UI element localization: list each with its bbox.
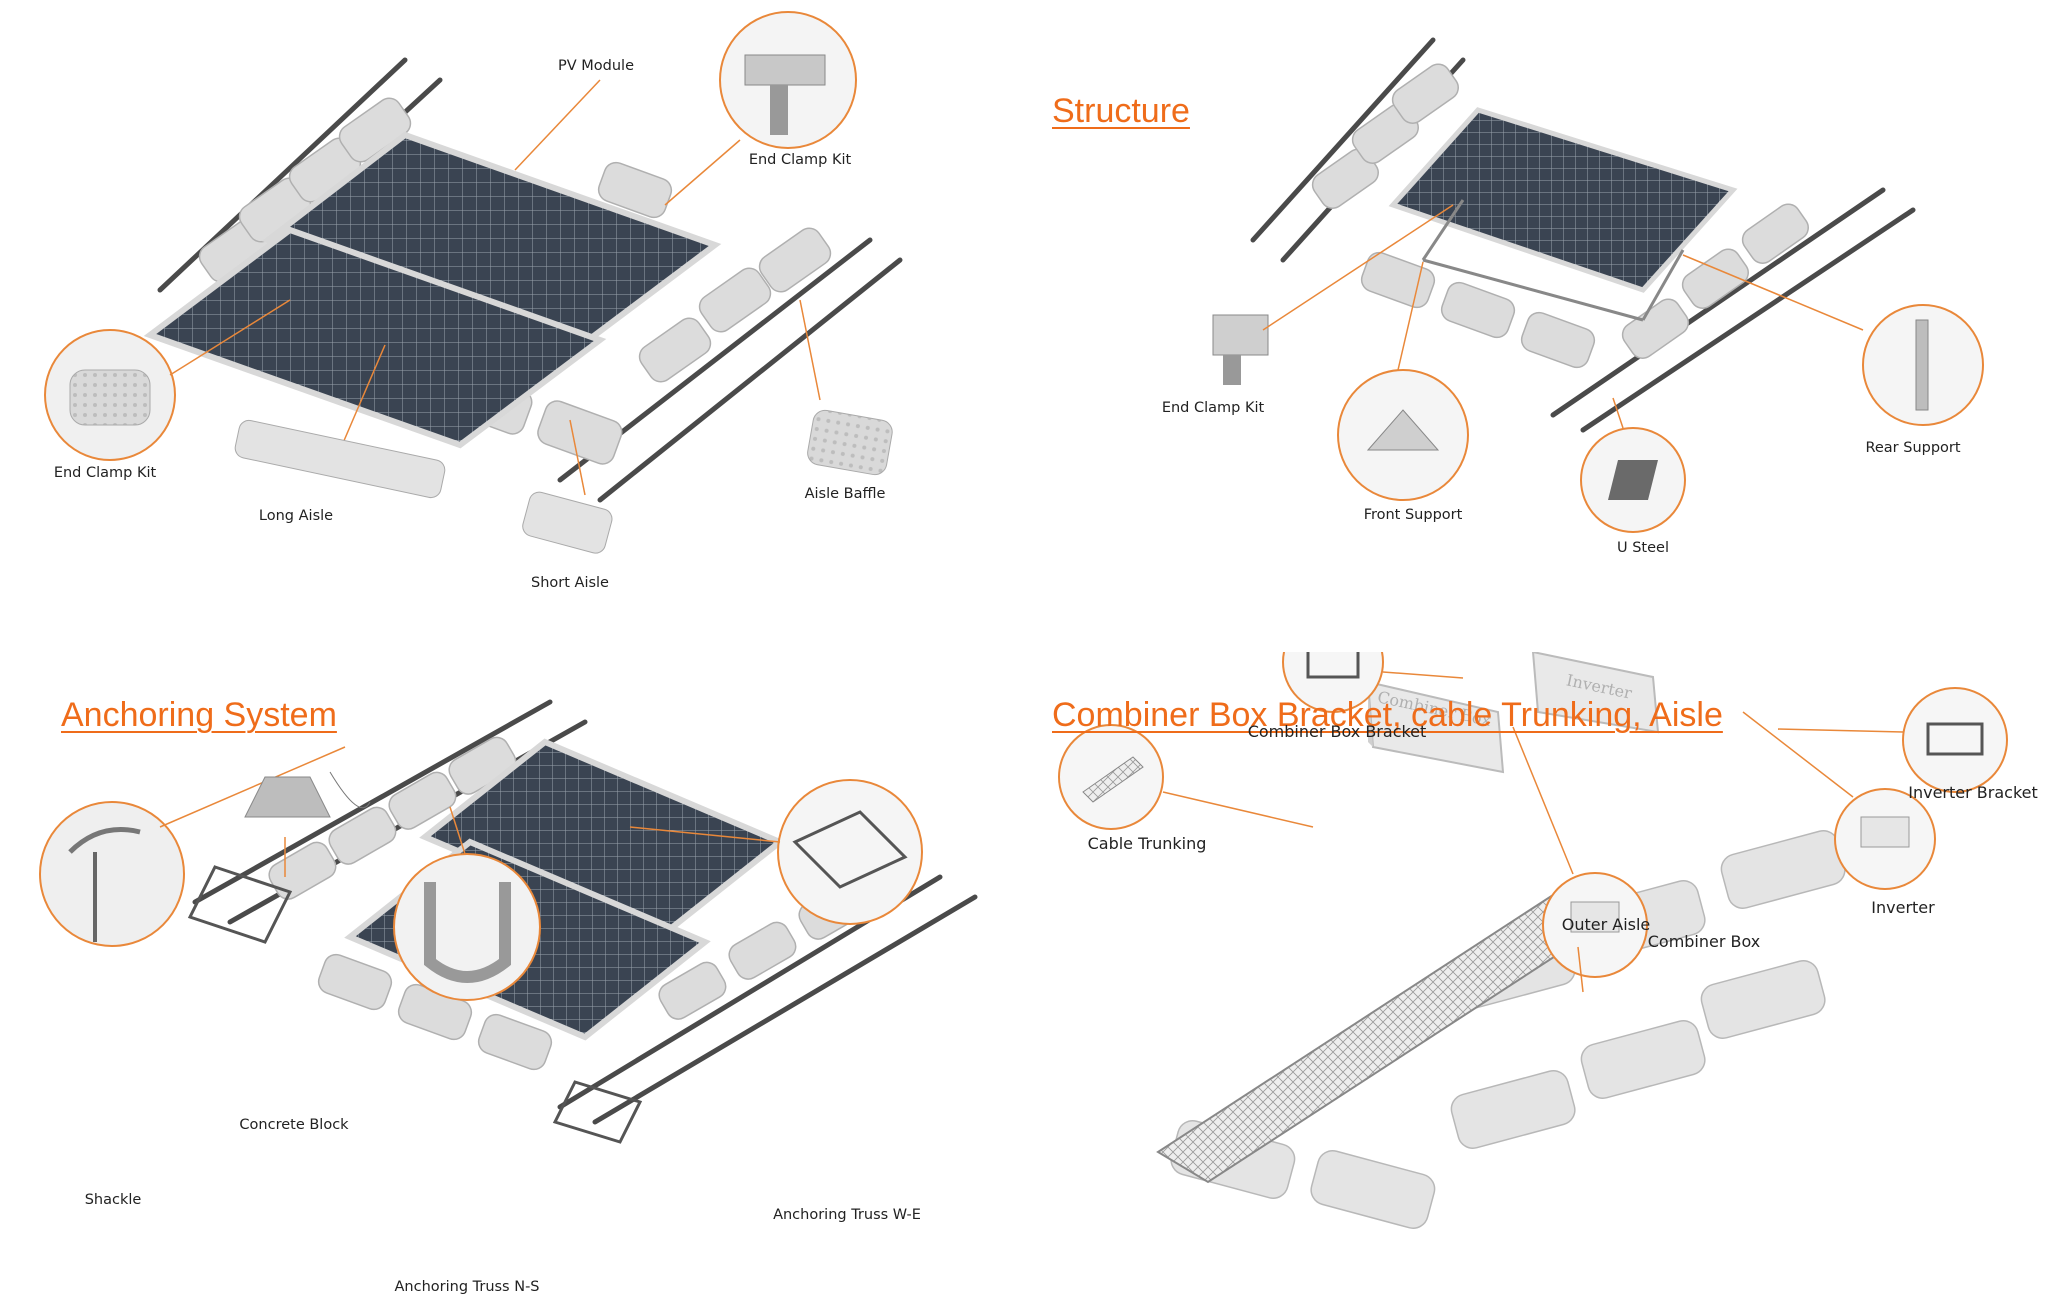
floating-array-illustration xyxy=(44,11,903,554)
label-rear-support: Rear Support xyxy=(1865,440,1961,456)
label-anchoring-truss-we: Anchoring Truss W-E xyxy=(773,1207,921,1223)
floating-pv-overview-panel: PV Module End Clamp Kit End Clamp Kit Lo… xyxy=(0,0,1023,652)
label-inverter: Inverter xyxy=(1871,898,1935,917)
aisle-baffle-sample xyxy=(807,409,893,476)
end-clamp-sample xyxy=(1212,204,1454,385)
inverter-box: Inverter xyxy=(1531,652,1660,734)
callout-anchoring-truss-ns xyxy=(393,806,541,1001)
callout-end-clamp-left xyxy=(44,299,291,461)
label-front-support: Front Support xyxy=(1363,507,1463,523)
label-anchoring-truss-ns: Anchoring Truss N-S xyxy=(394,1279,540,1295)
long-aisle-sample xyxy=(234,419,446,499)
callout-rear-support xyxy=(1682,254,1984,426)
callout-combiner-box xyxy=(1512,726,1648,978)
label-short-aisle: Short Aisle xyxy=(531,575,609,591)
label-end-clamp-kit-left: End Clamp Kit xyxy=(53,465,157,481)
combiner-box-panel: Combiner Box Inverter xyxy=(1023,652,2046,1304)
heading-structure: Structure xyxy=(1052,92,1190,130)
callout-combiner-box-bracket xyxy=(1282,652,1464,713)
structure-illustration xyxy=(1212,37,1984,533)
support-frame xyxy=(1421,199,1685,322)
label-concrete-block: Concrete Block xyxy=(239,1117,349,1133)
heading-anchoring-system: Anchoring System xyxy=(61,696,337,734)
callout-shackle xyxy=(39,746,346,947)
label-outer-aisle: Outer Aisle xyxy=(1561,915,1651,934)
label-aisle-baffle: Aisle Baffle xyxy=(804,486,886,502)
label-long-aisle: Long Aisle xyxy=(258,508,334,524)
label-end-clamp-kit-top: End Clamp Kit xyxy=(748,152,852,168)
label-shackle: Shackle xyxy=(84,1192,142,1208)
combiner-inverter-illustration: Combiner Box Inverter xyxy=(1058,652,2008,1229)
floats xyxy=(1170,830,1846,1229)
callout-end-clamp-top xyxy=(664,11,857,206)
label-inverter-bracket: Inverter Bracket xyxy=(1908,783,2038,802)
anchoring-system-panel: Anchoring System Shackle Concrete Block … xyxy=(0,652,1023,1304)
combiner-box: Combiner Box xyxy=(1366,680,1505,774)
callout-u-steel xyxy=(1580,397,1686,533)
label-combiner-box: Combiner Box xyxy=(1647,932,1761,951)
label-end-clamp-kit: End Clamp Kit xyxy=(1161,400,1265,416)
label-combiner-box-bracket: Combiner Box Bracket xyxy=(1247,722,1427,741)
short-aisle-sample xyxy=(522,491,613,554)
heading-combiner-box-bracket: Combiner Box Bracket, cable Trunking, Ai… xyxy=(1052,696,1723,734)
structure-panel: Structure End Clamp Kit Front Support U … xyxy=(1023,0,2046,652)
anchoring-truss-frames xyxy=(187,865,643,1144)
callout-front-support xyxy=(1337,261,1469,501)
label-pv-module: PV Module xyxy=(558,58,634,74)
anchoring-illustration xyxy=(39,699,978,1144)
callout-anchoring-truss-we xyxy=(629,779,923,925)
concrete-block-sample xyxy=(244,771,371,877)
callout-inverter xyxy=(1742,711,1936,890)
leader-lines xyxy=(339,79,821,496)
callout-inverter-bracket xyxy=(1777,687,2008,793)
callout-cable-trunking xyxy=(1058,724,1314,830)
label-u-steel: U Steel xyxy=(1617,540,1669,556)
pv-module xyxy=(1388,107,1738,293)
leader-outer-aisle xyxy=(1577,946,1584,993)
pv-modules xyxy=(143,131,722,449)
label-cable-trunking: Cable Trunking xyxy=(1087,834,1207,853)
